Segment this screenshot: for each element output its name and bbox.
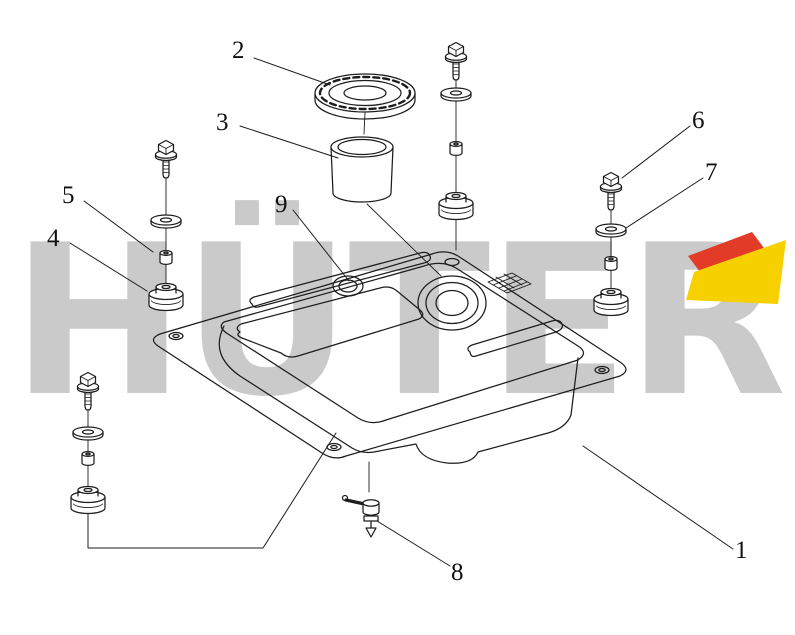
- line-art: [69, 41, 734, 567]
- leader-8: [376, 520, 451, 567]
- filler-opening-mid: [425, 281, 479, 325]
- petcock: [341, 461, 380, 538]
- leader-lines: [69, 57, 734, 567]
- rubber-mount-bottomleft: [70, 485, 106, 515]
- washer-top: [440, 87, 472, 102]
- tank-ridge-lower: [467, 319, 563, 358]
- callout-6: 6: [692, 108, 705, 133]
- bolt-bottomleft: [76, 371, 100, 411]
- tank-ridge-upper: [249, 251, 431, 308]
- callout-3: 3: [216, 110, 229, 135]
- callout-8-label: 8: [451, 559, 464, 586]
- leader-2: [253, 57, 331, 86]
- spacer-top: [449, 140, 463, 157]
- callout-3-label: 3: [216, 109, 229, 136]
- vent-grid: [487, 272, 532, 294]
- petcock-outlet: [365, 527, 377, 538]
- brand-logo: [686, 232, 786, 304]
- rubber-mount-left-part4: [148, 282, 184, 312]
- petcock-nut: [363, 515, 379, 522]
- plate-hole: [594, 365, 610, 375]
- bolt-right-part6: [599, 171, 623, 211]
- leader-bottomleft-stack: [87, 432, 337, 549]
- callout-9: 9: [275, 192, 288, 217]
- callout-1-label: 1: [735, 537, 748, 564]
- plate-hole: [168, 331, 184, 341]
- spacer-bottomleft: [81, 450, 95, 467]
- callout-2-label: 2: [232, 37, 245, 64]
- spacer-right: [604, 255, 618, 272]
- washer-right-part7: [595, 223, 627, 238]
- fuel-cap: [314, 73, 416, 135]
- logo-yellow-flag: [686, 240, 786, 304]
- callout-6-label: 6: [692, 107, 705, 134]
- filler-opening-outer: [417, 275, 487, 331]
- callout-5: 5: [62, 183, 75, 208]
- leader-3: [239, 125, 339, 159]
- leader-4: [69, 242, 148, 292]
- leader-1: [582, 445, 734, 550]
- callout-9-label: 9: [275, 191, 288, 218]
- rubber-mount-right: [593, 287, 629, 317]
- rubber-mount-top: [438, 191, 474, 221]
- callout-7: 7: [705, 160, 718, 185]
- tank-recess-panel: [236, 286, 424, 358]
- watermark-text: HÜTER: [11, 201, 786, 443]
- fuel-tank-body: [218, 251, 585, 464]
- washer-bottomleft: [72, 426, 104, 441]
- leader-5: [83, 200, 154, 253]
- leader-6: [621, 125, 691, 179]
- spacer-left-part5: [159, 249, 173, 266]
- callout-1: 1: [735, 538, 748, 563]
- callout-7-label: 7: [705, 159, 718, 186]
- bolt-top: [444, 41, 468, 81]
- callout-4: 4: [47, 226, 60, 251]
- bolt-left: [154, 139, 178, 179]
- callout-5-label: 5: [62, 182, 75, 209]
- filler-opening-inner: [435, 289, 469, 317]
- logo-red-stripe: [688, 232, 764, 272]
- filler-neck: [330, 136, 442, 277]
- leader-7: [625, 177, 704, 229]
- washer-left: [150, 214, 182, 229]
- callout-8: 8: [451, 560, 464, 585]
- small-cap-part9: [332, 275, 364, 297]
- tank-side-silhouette: [218, 325, 579, 464]
- callout-4-label: 4: [47, 225, 60, 252]
- leader-9: [292, 209, 350, 282]
- callout-2: 2: [232, 38, 245, 63]
- base-plate: [152, 251, 627, 459]
